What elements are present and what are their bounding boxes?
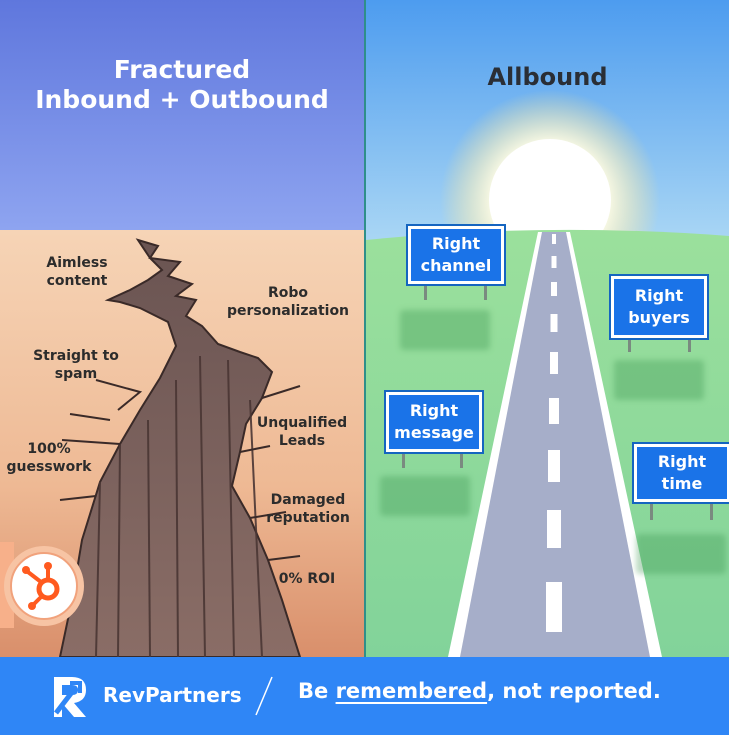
label-aimless-content: Aimless content	[46, 255, 108, 290]
label-guesswork: 100% guesswork	[6, 441, 92, 476]
right-title: Allbound	[487, 63, 608, 91]
label-straight-to-spam: Straight to spam	[33, 348, 119, 383]
allbound-panel: Allbound Right channel Right buyers Righ…	[366, 0, 729, 657]
brand-name: RevPartners	[103, 683, 242, 707]
revpartners-r-logo	[54, 677, 86, 717]
sign-shadow	[380, 476, 470, 516]
hubspot-badge	[0, 542, 90, 628]
label-unqualified-leads: Unqualified Leads	[256, 415, 348, 450]
tagline-emphasis: remembered	[335, 679, 488, 703]
sign-shadow	[400, 310, 490, 350]
footer-banner: RevPartners Be remembered, not reported.	[0, 657, 729, 735]
separator-slash	[255, 676, 273, 716]
label-robo-personalization: Robo personalization	[226, 285, 350, 320]
label-damaged-reputation: Damaged reputation	[266, 492, 350, 527]
left-title: Fractured Inbound + Outbound	[0, 55, 364, 115]
left-title-line1: Fractured	[113, 55, 251, 84]
label-zero-roi: 0% ROI	[278, 571, 336, 587]
sign-post	[484, 280, 487, 300]
sign-right-buyers: Right buyers	[611, 276, 707, 338]
sign-shadow	[636, 534, 726, 574]
sign-right-channel: Right channel	[408, 226, 504, 284]
tagline: Be remembered, not reported.	[298, 679, 661, 703]
fractured-illustration	[0, 0, 364, 657]
fractured-panel: Fractured Inbound + Outbound Aimless con…	[0, 0, 364, 657]
sign-post	[402, 448, 405, 468]
sign-post	[688, 332, 691, 352]
tagline-after: , not reported.	[487, 679, 661, 703]
sign-post	[460, 448, 463, 468]
tagline-before: Be	[298, 679, 336, 703]
road-center-dashes	[546, 234, 562, 632]
sign-post	[650, 498, 653, 520]
sign-post	[710, 498, 713, 520]
sign-post	[424, 280, 427, 300]
panel-divider	[364, 0, 366, 657]
sign-right-message: Right message	[386, 392, 482, 452]
sign-shadow	[614, 360, 704, 400]
sign-right-time: Right time	[634, 444, 729, 502]
hubspot-sprocket-icon	[0, 542, 84, 628]
left-title-line2: Inbound + Outbound	[35, 85, 329, 114]
sign-post	[628, 332, 631, 352]
